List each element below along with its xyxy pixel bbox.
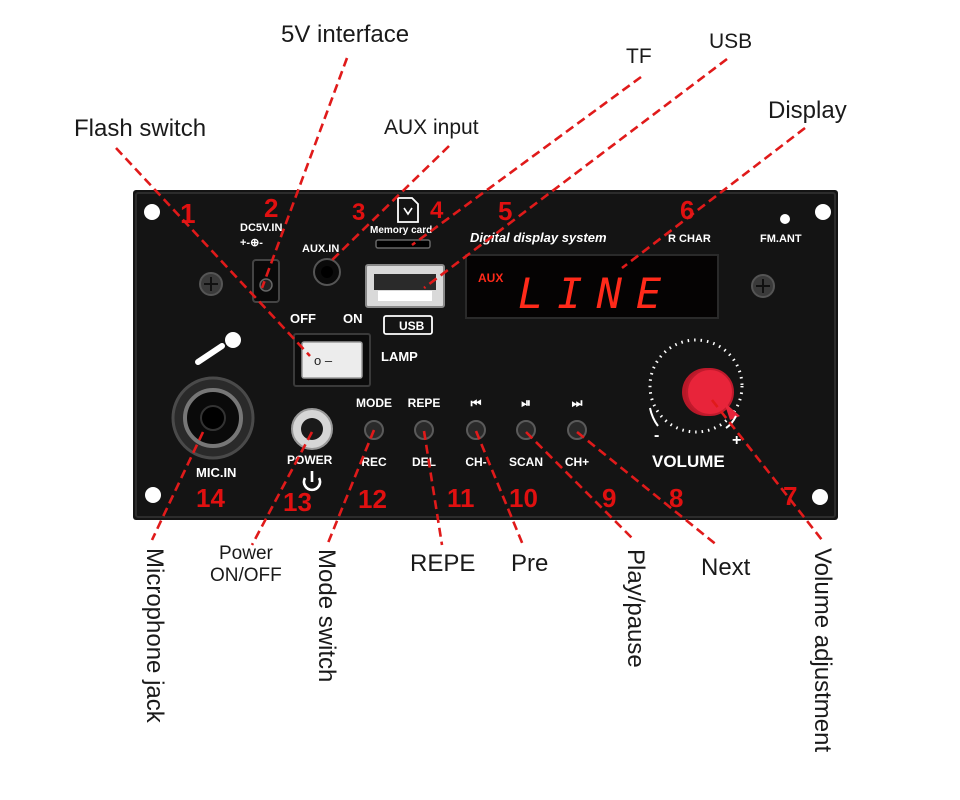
callout-play-pause: Play/pause (622, 549, 649, 668)
usb-port-inner (374, 274, 436, 290)
display-aux-text: AUX (478, 271, 503, 285)
button-bottom-label-play-pause: SCAN (509, 455, 543, 469)
leader-usb (423, 57, 728, 290)
volume-knob-pointer (724, 402, 740, 420)
aux-label: AUX.IN (302, 243, 339, 255)
button-bottom-label-prev: CH- (465, 455, 486, 469)
screw-left (199, 272, 223, 296)
component-number-12: 12 (358, 484, 387, 514)
play-pause-button[interactable] (516, 420, 536, 440)
leader-volume (710, 399, 824, 541)
callout-tf: TF (626, 45, 652, 68)
callout-usb: USB (709, 30, 752, 53)
leader-mode (326, 429, 376, 544)
volume-dial-dots (648, 338, 744, 434)
dc-polarity: +-⊕- (240, 237, 263, 249)
usb-badge-box (383, 315, 433, 335)
button-top-label-prev: ⏮ (471, 396, 482, 410)
component-number-14: 14 (196, 483, 225, 513)
dc-label: DC5V.IN (240, 222, 282, 234)
button-top-label-repe: REPE (408, 396, 441, 410)
leader-lines (115, 57, 824, 548)
usb-badge: USB (399, 319, 425, 333)
leader-pre (474, 430, 525, 546)
component-number-8: 8 (669, 483, 683, 513)
component-number-4: 4 (430, 197, 444, 224)
button-bottom-label-mode: REC (361, 455, 387, 469)
button-bottom-label-repe: DEL (412, 455, 436, 469)
switch-glyph: o – (314, 353, 333, 368)
memory-card-label: Memory card (370, 225, 432, 236)
component-number-6: 6 (680, 195, 694, 225)
leader-next (576, 430, 719, 548)
mount-hole-top-right (815, 204, 831, 220)
leader-mic (150, 431, 205, 541)
off-label: OFF (290, 311, 316, 326)
r-char-label: R CHAR (668, 233, 711, 245)
callout-volume-adjustment: Volume adjustment (809, 548, 836, 752)
callout-microphone-jack: Microphone jack (141, 548, 168, 724)
callout-pre: Pre (511, 550, 548, 577)
power-button[interactable] (301, 418, 323, 440)
mount-hole-bottom-left (145, 487, 161, 503)
callout-power-line2: ON/OFF (210, 565, 282, 586)
aux-jack-hole (321, 266, 333, 278)
component-number-5: 5 (498, 196, 512, 226)
screw-right (751, 274, 775, 298)
button-top-label-play-pause: ⏯ (521, 396, 531, 410)
callout-mode-switch: Mode switch (313, 549, 340, 682)
leader-power (250, 431, 314, 546)
usb-port-tongue (378, 291, 432, 301)
led-display (465, 254, 719, 319)
component-number-11: 11 (447, 483, 475, 513)
on-label: ON (343, 311, 363, 326)
function-buttons: MODE REC REPE DEL ⏮ CH- ⏯ SCAN ⏭ CH+ (356, 396, 589, 469)
button-top-label-mode: MODE (356, 396, 392, 410)
volume-minus: - (654, 427, 659, 444)
callout-aux-input: AUX input (384, 116, 479, 139)
mount-hole-top-left (144, 204, 160, 220)
leader-repe (422, 430, 444, 546)
display-system-label: Digital display system (470, 230, 607, 245)
leader-tf (411, 75, 642, 247)
prev-button[interactable] (466, 420, 486, 440)
microphone-icon (195, 332, 241, 365)
callout-power-line1: Power (219, 543, 274, 564)
callout-next: Next (701, 554, 751, 581)
callout-display: Display (768, 97, 847, 124)
mic-in-label: MIC.IN (196, 465, 236, 480)
leader-5v (260, 57, 349, 289)
leader-flash-switch (115, 147, 311, 357)
component-number-2: 2 (264, 193, 278, 223)
tf-card-slot[interactable] (375, 239, 431, 249)
flash-switch-rocker[interactable] (301, 341, 363, 379)
power-label: POWER (287, 453, 333, 467)
panel-bevel (135, 192, 836, 518)
component-number-9: 9 (602, 483, 616, 513)
component-number-13: 13 (283, 487, 312, 517)
button-top-label-next: ⏭ (572, 396, 583, 410)
volume-plus: + (732, 432, 741, 449)
mic-jack-hole (200, 405, 226, 431)
lamp-label: LAMP (381, 349, 418, 364)
mount-hole-bottom-right (812, 489, 828, 505)
fm-ant-label: FM.ANT (760, 233, 802, 245)
volume-arc-arrow (649, 407, 659, 427)
callout-repe: REPE (410, 550, 475, 577)
callout-5v-interface: 5V interface (281, 21, 409, 48)
leader-display (621, 126, 806, 270)
volume-knob[interactable] (686, 368, 734, 416)
volume-label: VOLUME (652, 452, 725, 471)
leader-play (525, 431, 635, 541)
fm-ant-hole (780, 214, 790, 224)
callout-flash-switch: Flash switch (74, 115, 206, 142)
sd-card-icon (397, 197, 419, 223)
display-main-text: LINE (518, 269, 675, 318)
component-number-10: 10 (509, 483, 538, 513)
button-bottom-label-next: CH+ (565, 455, 589, 469)
component-number-7: 7 (783, 481, 797, 511)
component-number-3: 3 (352, 199, 365, 226)
power-icon (302, 471, 322, 492)
